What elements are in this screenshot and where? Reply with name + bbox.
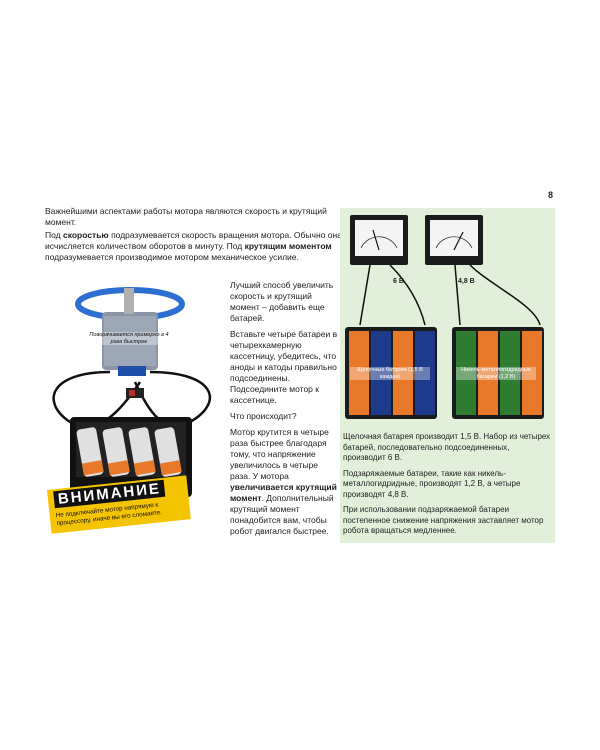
middle-paragraph-3: Что происходит? [230,411,297,421]
intro-text: подразумевается скорость вращения мотора… [45,230,342,251]
middle-paragraph-4: Мотор крутится в четыре раза быстрее бла… [230,427,340,537]
meter-needle-icon [360,229,398,251]
motor-illustration: Поворачивается примерно в 4 раза быстрее [40,282,225,522]
intro-paragraph-2: Под скоростью подразумевается скорость в… [45,230,345,263]
meter-right-label: 4,8 В [458,278,475,285]
green-paragraph-3: При использовании подзаряжаемой батареи … [343,505,544,535]
intro-paragraph-1: Важнейшими аспектами работы мотора являю… [45,206,327,227]
battery-label-right: Никель-металлогидридные батареи (1,2 В) [456,367,536,380]
battery-packs-diagram [345,265,544,419]
term-torque-increase: увеличивается крутящий момент [230,482,337,503]
green-paragraph-1: Щелочная батарея производит 1,5 В. Набор… [343,432,551,462]
term-speed: скоростью [62,230,109,240]
middle-paragraph-2: Вставьте четыре батареи в четырехкамерну… [230,329,338,405]
middle-text: Мотор крутится в четыре раза быстрее бла… [230,427,329,481]
voltmeter-left [350,215,408,265]
motor-caption: Поворачивается примерно в 4 раза быстрее [84,332,174,345]
meter-left-label: 6 В [393,278,404,285]
term-torque: крутящим моментом [244,241,332,251]
green-paragraph-2: Подзаряжаемые батареи, такие как никель-… [343,468,521,499]
middle-column: Лучший способ увеличить скорость и крутя… [230,280,340,542]
intro-text: подразумевается производимое мотором мех… [45,252,299,262]
meter-face [430,220,478,256]
voltmeter-right [425,215,483,265]
page-number: 8 [548,190,554,200]
battery-label-left: Щелочные батареи (1,5 В каждая) [350,367,430,380]
intro-text: Под [45,230,63,240]
middle-paragraph-1: Лучший способ увеличить скорость и крутя… [230,280,334,323]
meter-face [355,220,403,256]
green-panel-text: Щелочная батарея производит 1,5 В. Набор… [343,432,551,542]
middle-text: . Дополнительный крутящий момент понадоб… [230,493,334,536]
meter-needle-icon [435,231,473,251]
motor-battery-diagram [52,287,211,497]
